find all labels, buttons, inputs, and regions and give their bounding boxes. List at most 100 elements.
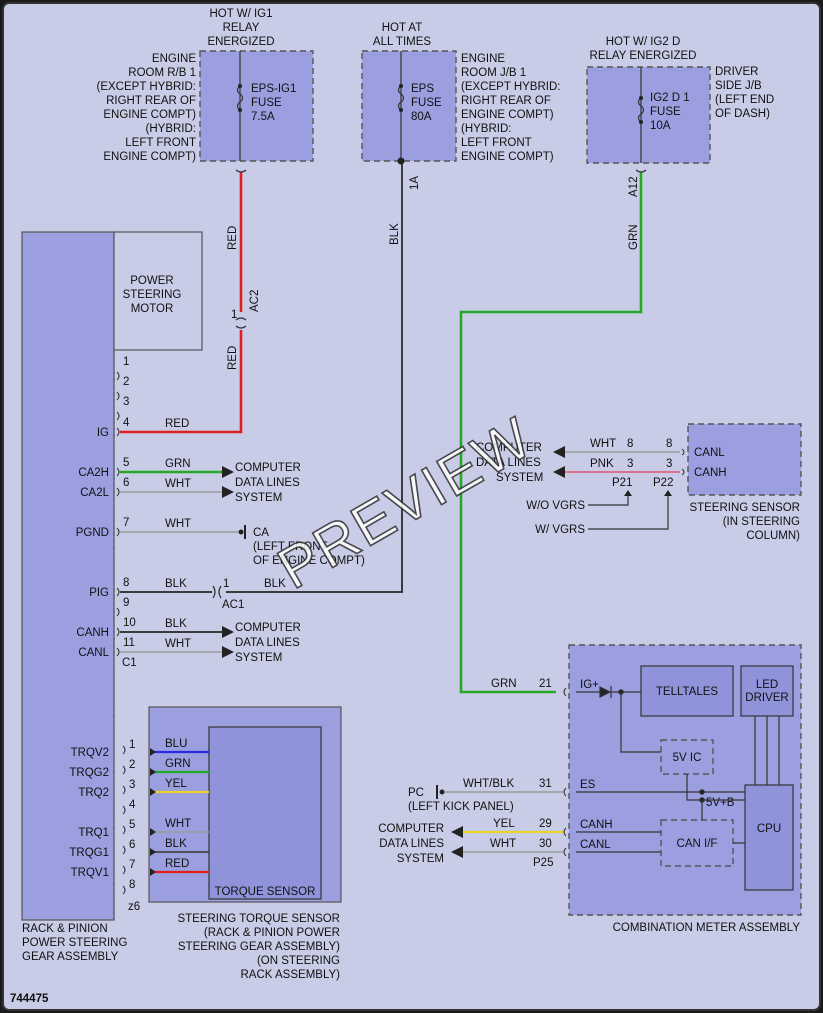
pgnd-ground-location: (LEFT FRONT OF ENGINE COMPT) (253, 541, 365, 567)
svg-text:ENERGIZED: ENERGIZED (207, 36, 274, 48)
svg-text:(EXCEPT HYBRID:: (EXCEPT HYBRID: (97, 81, 196, 93)
svg-text:7: 7 (129, 859, 135, 871)
svg-text:21: 21 (539, 678, 552, 690)
wire-color-yel-meter: YEL (493, 818, 515, 830)
svg-text:DRIVER: DRIVER (745, 692, 788, 704)
svg-text:3: 3 (627, 458, 633, 470)
data-lines-label-ca2: COMPUTER DATA LINES SYSTEM (235, 462, 301, 504)
engine-jb1-location: ENGINE ROOM J/B 1 (EXCEPT HYBRID: RIGHT … (461, 53, 560, 163)
svg-text:SIDE J/B: SIDE J/B (715, 80, 762, 92)
svg-text:BLK: BLK (165, 838, 187, 850)
1a-connector-label: 1A (409, 176, 421, 190)
hot-ig1-label: HOT W/ IG1 RELAY ENERGIZED (207, 8, 274, 48)
wire-color-grn-ca2h: GRN (165, 458, 191, 470)
z6-connector-label: z6 (128, 901, 140, 913)
svg-text:LED: LED (756, 679, 778, 691)
svg-text:DATA LINES: DATA LINES (235, 637, 300, 649)
w-vgrs-leader (588, 492, 669, 530)
5vb-label: 5V+B (706, 797, 735, 809)
svg-text:5: 5 (123, 457, 129, 469)
svg-text:1: 1 (129, 739, 135, 751)
svg-text:IG+: IG+ (580, 679, 599, 691)
svg-text:HOT AT: HOT AT (382, 22, 422, 34)
steering-sensor-canh: CANH (694, 467, 727, 479)
svg-text:1: 1 (123, 356, 129, 368)
svg-text:3: 3 (123, 396, 129, 408)
wire-color-wht-canl: WHT (165, 638, 191, 650)
ac1-connector-symbol (212, 585, 222, 599)
svg-text:4: 4 (123, 417, 130, 429)
svg-text:OF ENGINE COMPT): OF ENGINE COMPT) (253, 555, 365, 567)
svg-text:(EXCEPT HYBRID:: (EXCEPT HYBRID: (461, 81, 560, 93)
svg-text:IG2 D 1: IG2 D 1 (650, 92, 690, 104)
svg-text:TRQV2: TRQV2 (71, 747, 109, 759)
svg-text:SYSTEM: SYSTEM (496, 472, 543, 484)
svg-text:STEERING: STEERING (123, 289, 182, 301)
ac2-connector-label: AC2 (249, 290, 261, 312)
svg-text:8: 8 (129, 879, 135, 891)
torque-sensor-name: STEERING TORQUE SENSOR (RACK & PINION PO… (177, 913, 340, 981)
rack-pin-brackets (116, 371, 120, 657)
torque-pin-labels: TRQV2 TRQG2 TRQ2 TRQ1 TRQG1 TRQV1 (69, 747, 109, 879)
svg-text:STEERING SENSOR: STEERING SENSOR (689, 502, 800, 514)
ac2-connector-symbol (235, 317, 247, 329)
svg-text:ENGINE: ENGINE (152, 53, 196, 65)
meter-internal-lines (576, 686, 780, 853)
svg-text:COMPUTER: COMPUTER (476, 442, 542, 454)
data-lines-label-steering: COMPUTER DATA LINES SYSTEM (476, 442, 543, 484)
svg-text:2: 2 (123, 376, 129, 388)
svg-text:ALL TIMES: ALL TIMES (373, 36, 431, 48)
svg-text:COMPUTER: COMPUTER (235, 462, 301, 474)
svg-text:30: 30 (539, 838, 552, 850)
svg-text:8: 8 (666, 438, 672, 450)
svg-text:6: 6 (129, 839, 135, 851)
svg-text:LEFT FRONT: LEFT FRONT (461, 137, 532, 149)
torque-sensor-label: TORQUE SENSOR (215, 886, 316, 898)
svg-text:PIG: PIG (89, 587, 109, 599)
cpu-box (744, 784, 794, 891)
svg-text:TRQ2: TRQ2 (78, 787, 109, 799)
eps-ig1-fuse-box: EPS-IG1 FUSE 7.5A (199, 50, 314, 162)
hot-ig2-label: HOT W/ IG2 D RELAY ENERGIZED (590, 36, 697, 62)
svg-text:P22: P22 (653, 477, 673, 489)
data-lines-label-can: COMPUTER DATA LINES SYSTEM (235, 622, 301, 664)
rack-pin-labels: IG CA2H CA2L PGND PIG CANH CANL (76, 427, 110, 659)
svg-text:TRQV1: TRQV1 (71, 867, 109, 879)
svg-text:29: 29 (539, 818, 552, 830)
ac2-pin: 1 (231, 309, 237, 321)
svg-text:TRQG1: TRQG1 (69, 847, 109, 859)
engine-rb1-location: ENGINE ROOM R/B 1 (EXCEPT HYBRID: RIGHT … (97, 53, 197, 163)
svg-text:IG: IG (97, 427, 109, 439)
svg-text:EPS: EPS (411, 83, 434, 95)
rack-pin-numbers: 1 2 3 4 5 6 7 8 9 10 11 (123, 356, 136, 649)
svg-text:P21: P21 (612, 477, 632, 489)
5v-ic-label: 5V IC (673, 752, 702, 764)
combination-meter-name: COMBINATION METER ASSEMBLY (613, 922, 801, 934)
red-wire-ig (120, 330, 243, 434)
diagram-number: 744475 (10, 993, 49, 1005)
fuse-icon (397, 85, 405, 111)
wire-color-wht-pgnd: WHT (165, 518, 191, 530)
svg-text:COLUMN): COLUMN) (746, 530, 800, 542)
meter-pin-brackets (563, 687, 567, 857)
torque-wires (150, 748, 209, 876)
ig2d1-fuse-box: IG2 D 1 FUSE 10A (586, 66, 711, 164)
svg-text:10A: 10A (650, 120, 671, 132)
svg-text:RED: RED (165, 858, 189, 870)
svg-text:EPS-IG1: EPS-IG1 (251, 83, 296, 95)
svg-text:DATA LINES: DATA LINES (379, 838, 444, 850)
wire-color-red-ig: RED (165, 418, 189, 430)
svg-text:SYSTEM: SYSTEM (235, 492, 282, 504)
svg-text:ROOM R/B 1: ROOM R/B 1 (128, 67, 196, 79)
wire-color-blk-pig: BLK (165, 578, 187, 590)
svg-text:7.5A: 7.5A (251, 111, 275, 123)
svg-text:8: 8 (123, 577, 129, 589)
can-if-label: CAN I/F (677, 838, 718, 850)
torque-sensor-inner (208, 726, 322, 900)
wire-color-wht-meter: WHT (490, 838, 516, 850)
ac1-pin: 1 (223, 578, 229, 590)
rack-assembly-name: RACK & PINION POWER STEERING GEAR ASSEMB… (22, 923, 127, 963)
steering-wire-labels: WHT PNK 8 3 8 3 P21 P22 (590, 438, 673, 489)
svg-text:(IN STEERING: (IN STEERING (723, 516, 800, 528)
fuse-icon (236, 85, 244, 111)
